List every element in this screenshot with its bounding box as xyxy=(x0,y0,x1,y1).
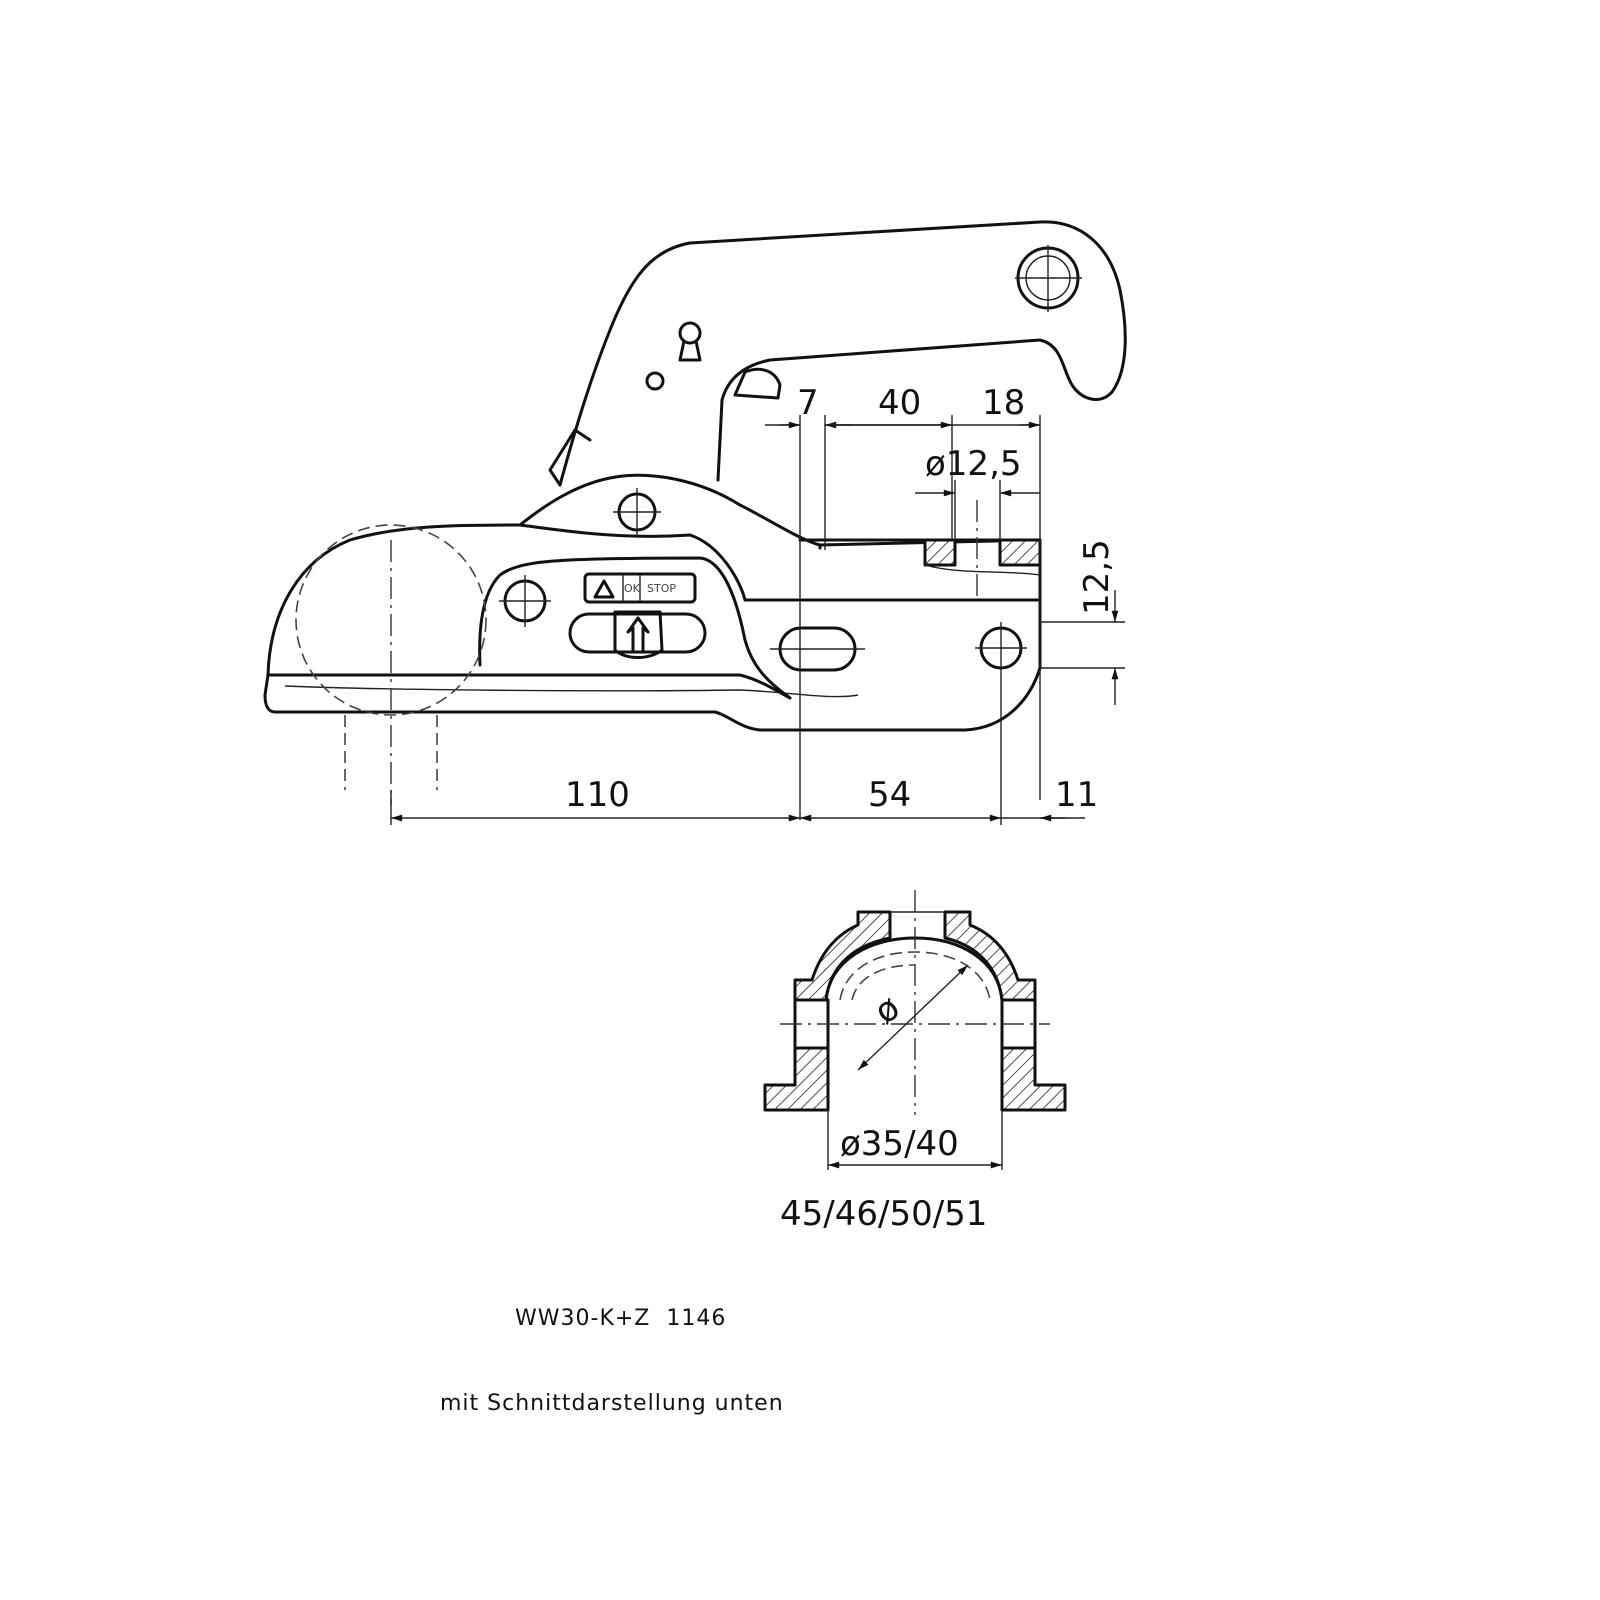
handle-lever xyxy=(548,220,1127,487)
label-stop: STOP xyxy=(647,582,676,595)
dimensions-bottom: 110 54 11 xyxy=(390,735,1098,825)
coupling-housing: OK STOP xyxy=(263,473,1042,805)
release-button xyxy=(613,610,664,659)
dim-110: 110 xyxy=(565,775,630,815)
dim-bore: ø35/40 xyxy=(840,1124,959,1164)
dim-40: 40 xyxy=(878,383,921,423)
warning-triangle-icon xyxy=(593,579,615,599)
label-ok: OK xyxy=(624,582,641,595)
drawing-title: WW30-K+Z 1146 xyxy=(515,1306,726,1331)
dim-18: 18 xyxy=(982,383,1025,423)
drawing-subtitle: mit Schnittdarstellung unten xyxy=(440,1391,784,1416)
dim-hole-diameter: ø12,5 xyxy=(925,444,1022,484)
dim-54: 54 xyxy=(868,775,911,815)
dimensions-top: 7 40 18 ø12,5 12,5 xyxy=(765,383,1125,820)
dim-7: 7 xyxy=(797,383,819,423)
dim-ball-sizes: 45/46/50/51 xyxy=(780,1194,987,1234)
warning-label-plate: OK STOP xyxy=(583,572,697,604)
section-view: ø ø35/40 45/46/50/51 xyxy=(763,890,1067,1234)
section-diameter-symbol: ø xyxy=(867,988,907,1033)
arrow-up-icon xyxy=(626,616,650,652)
dim-12-5-vertical: 12,5 xyxy=(1077,539,1117,615)
dim-11: 11 xyxy=(1055,775,1098,815)
